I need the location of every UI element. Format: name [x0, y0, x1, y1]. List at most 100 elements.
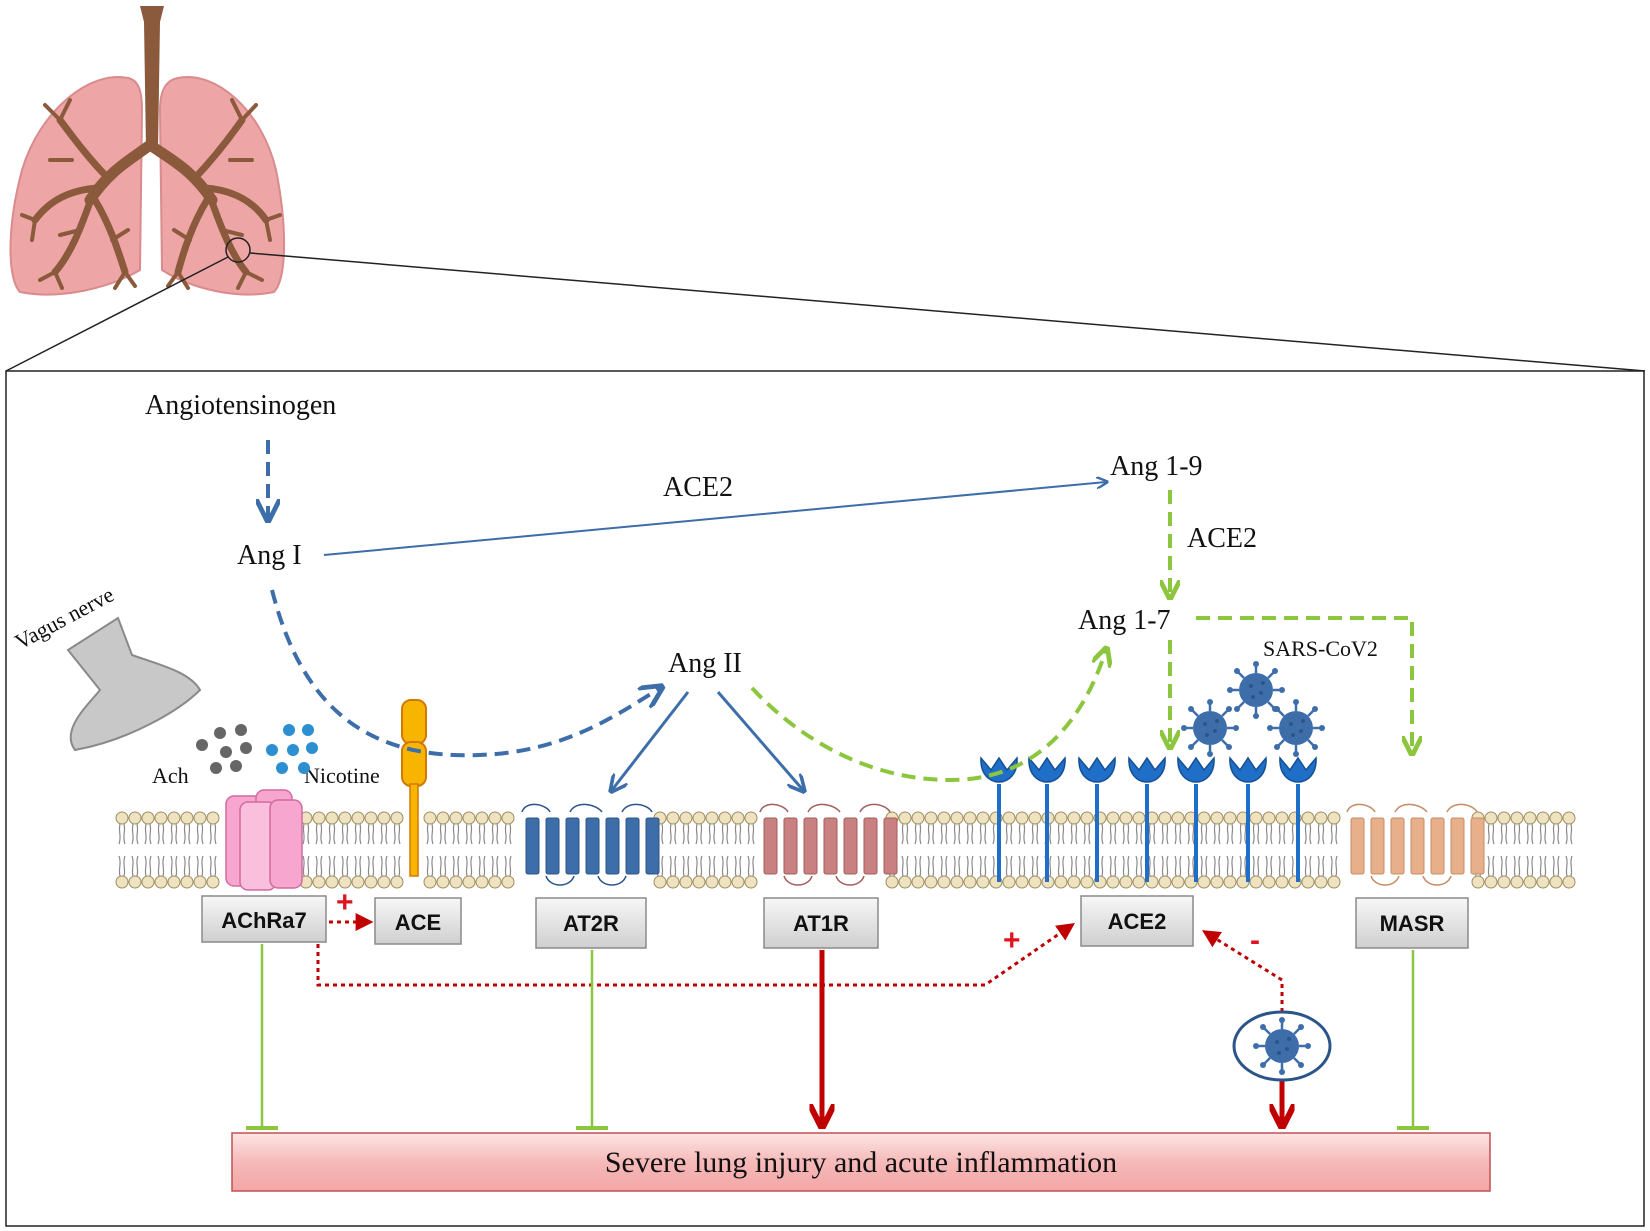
- lipid: [1132, 811, 1146, 889]
- lipid: [1562, 811, 1576, 889]
- lipid: [1523, 811, 1537, 889]
- lipid: [1301, 811, 1315, 889]
- lipid: [1549, 811, 1563, 889]
- lipid: [1484, 811, 1498, 889]
- transmembrane-helix: [843, 817, 858, 875]
- plus-sign-ace: +: [336, 886, 354, 919]
- vagus-nerve-shape: [66, 616, 202, 752]
- ace2-mid-label: ACE2: [1187, 523, 1257, 554]
- at2r-receptor: [521, 803, 660, 886]
- lipid: [1028, 811, 1042, 889]
- transmembrane-helix: [645, 817, 660, 875]
- at1r-receptor: [759, 803, 898, 886]
- transmembrane-helix: [1450, 817, 1465, 875]
- transmembrane-helix: [1430, 817, 1445, 875]
- lipid: [1210, 811, 1224, 889]
- lipid: [423, 811, 437, 889]
- lipid: [718, 811, 732, 889]
- lipid: [963, 811, 977, 889]
- lipid: [1510, 811, 1524, 889]
- ach-molecules: [196, 724, 252, 774]
- lipid: [180, 811, 194, 889]
- transmembrane-helix: [585, 817, 600, 875]
- lipid: [167, 811, 181, 889]
- achra7-box: AChRa7: [201, 895, 327, 943]
- arrow-achra7-ace2: [316, 922, 1075, 987]
- lipid: [1275, 811, 1289, 889]
- transmembrane-helix: [763, 817, 778, 875]
- lungs-illustration: [9, 6, 285, 296]
- angiotensinogen-label: Angiotensinogen: [145, 390, 336, 421]
- left-lung: [9, 75, 144, 296]
- lipid: [1249, 811, 1263, 889]
- arrow-ang1-ang2: [270, 589, 660, 758]
- receptor-loop: [521, 803, 653, 813]
- transmembrane-helix: [625, 817, 640, 875]
- ace-protein: [401, 699, 427, 877]
- lipid: [449, 811, 463, 889]
- masr-receptor: [1346, 803, 1485, 886]
- lipid: [1002, 811, 1016, 889]
- at1r-box: AT1R: [763, 897, 879, 949]
- zoom-circle: [225, 237, 251, 263]
- lipid: [911, 811, 925, 889]
- lipid: [390, 811, 404, 889]
- lipid: [475, 811, 489, 889]
- lipid: [312, 811, 326, 889]
- bronchi: [20, 6, 282, 290]
- ace2-box: ACE2: [1080, 895, 1194, 947]
- ace2-receptor-label: ACE2: [1108, 909, 1167, 934]
- lipid: [679, 811, 693, 889]
- lipid: [1158, 811, 1172, 889]
- lipid: [501, 811, 515, 889]
- ace-label: ACE: [395, 910, 441, 935]
- lipid: [1223, 811, 1237, 889]
- virus-icon-3: [1265, 697, 1327, 759]
- lipid: [1536, 811, 1550, 889]
- zoom-line-left: [5, 256, 229, 372]
- lipid: [1314, 811, 1328, 889]
- lipid: [731, 811, 745, 889]
- achra7-channel: [225, 789, 303, 891]
- receptor-loop: [1346, 803, 1478, 813]
- lipid: [1262, 811, 1276, 889]
- ace2-receptor-icon: [1028, 756, 1066, 882]
- lipid: [1067, 811, 1081, 889]
- transmembrane-helix: [565, 817, 580, 875]
- lipid: [924, 811, 938, 889]
- lipid: [115, 811, 129, 889]
- minus-sign-ace2: -: [1250, 924, 1260, 957]
- ang2-label: Ang II: [668, 648, 742, 679]
- transmembrane-helix: [545, 817, 560, 875]
- ace2-receptor-icon: [1128, 756, 1166, 882]
- at1r-label: AT1R: [793, 911, 849, 936]
- outcome-label: Severe lung injury and acute inflammatio…: [605, 1146, 1117, 1179]
- masr-label: MASR: [1380, 911, 1445, 936]
- lipid: [1197, 811, 1211, 889]
- outcome-bar: Severe lung injury and acute inflammatio…: [231, 1132, 1491, 1192]
- lipid: [351, 811, 365, 889]
- transmembrane-helix: [803, 817, 818, 875]
- arrow-ang2-ang17: [750, 650, 1106, 783]
- transmembrane-helix: [883, 817, 898, 875]
- nicotine-label: Nicotine: [304, 763, 380, 788]
- main-frame: [5, 370, 1645, 1227]
- transmembrane-helix: [605, 817, 620, 875]
- lipid: [193, 811, 207, 889]
- lipid: [1080, 811, 1094, 889]
- achra7-label: AChRa7: [221, 908, 307, 933]
- lipid: [325, 811, 339, 889]
- receptor-loop: [545, 875, 627, 886]
- lipid: [1119, 811, 1133, 889]
- lipid: [488, 811, 502, 889]
- lipid: [338, 811, 352, 889]
- lipid: [976, 811, 990, 889]
- transmembrane-helix: [525, 817, 540, 875]
- ace2-receptor-icon: [1078, 756, 1116, 882]
- lipid: [154, 811, 168, 889]
- plus-sign-ace2: +: [1003, 924, 1021, 957]
- arrow-ang2-at2r: [612, 691, 690, 790]
- receptor-loop: [1370, 875, 1452, 886]
- ach-label: Ach: [152, 763, 189, 788]
- arrow-ang17-masr: [1196, 616, 1412, 752]
